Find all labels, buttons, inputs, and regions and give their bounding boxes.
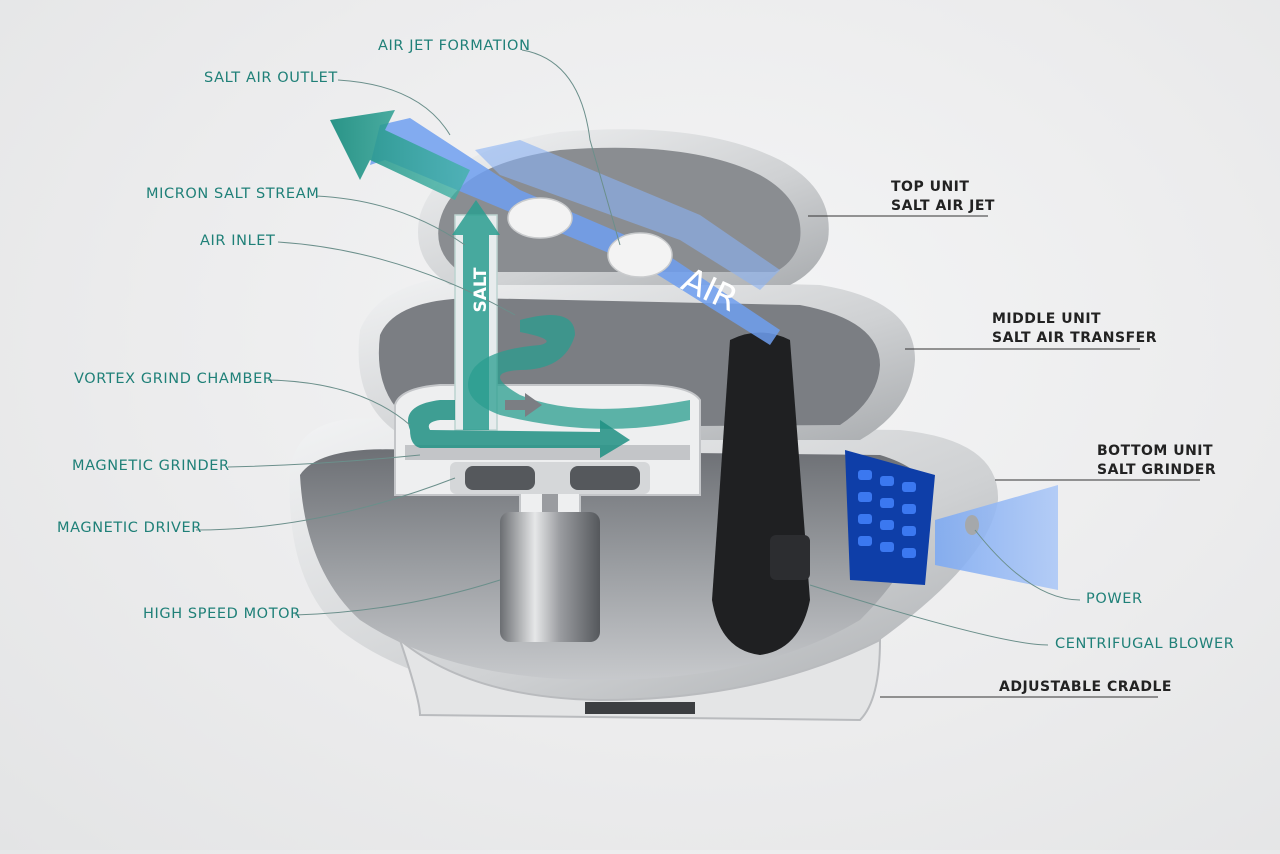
power-air-flow xyxy=(935,485,1058,590)
air-channel xyxy=(370,118,780,345)
label-salt-air-outlet: SALT AIR OUTLET xyxy=(204,70,338,86)
leader-air-inlet xyxy=(277,241,516,316)
label-top-unit: TOP UNIT SALT AIR JET xyxy=(891,178,995,216)
label-magnetic-driver: MAGNETIC DRIVER xyxy=(57,520,202,536)
leader-salt-air-outlet xyxy=(337,79,451,136)
bottom-unit-subtitle: SALT GRINDER xyxy=(1097,462,1217,478)
label-air-inlet: AIR INLET xyxy=(200,233,276,249)
top-unit-title: TOP UNIT xyxy=(891,179,970,195)
high-speed-motor xyxy=(500,512,600,642)
label-bottom-unit: BOTTOM UNIT SALT GRINDER xyxy=(1097,442,1216,480)
leader-magnetic-driver xyxy=(195,477,456,531)
label-power: POWER xyxy=(1086,591,1143,607)
magnet-right xyxy=(570,466,640,490)
label-middle-unit: MIDDLE UNIT SALT AIR TRANSFER xyxy=(992,310,1157,348)
middle-unit-title: MIDDLE UNIT xyxy=(992,311,1102,327)
label-micron-salt-stream: MICRON SALT STREAM xyxy=(146,186,320,202)
grind-chamber-swirl xyxy=(408,400,630,458)
air-jet-pod-2 xyxy=(607,232,673,278)
cradle-slot xyxy=(585,702,695,714)
leader-micron-salt-stream xyxy=(315,195,466,246)
middle-unit-subtitle: SALT AIR TRANSFER xyxy=(992,330,1158,346)
bottom-unit-title: BOTTOM UNIT xyxy=(1097,443,1214,459)
label-adjustable-cradle: ADJUSTABLE CRADLE xyxy=(999,679,1172,695)
label-vortex-grind-chamber: VORTEX GRIND CHAMBER xyxy=(74,371,274,387)
motor-shaft xyxy=(542,494,558,514)
leader-magnetic-grinder xyxy=(227,454,421,468)
leader-high-speed-motor xyxy=(294,579,501,616)
blower-hub xyxy=(770,535,810,580)
salt-air-outlet-arrow xyxy=(330,110,470,200)
label-high-speed-motor: HIGH SPEED MOTOR xyxy=(143,606,301,622)
magnetic-grinder-disc xyxy=(405,445,690,460)
label-magnetic-grinder: MAGNETIC GRINDER xyxy=(72,458,230,474)
salt-arrow-label: SALT xyxy=(471,267,491,312)
cradle xyxy=(397,637,882,722)
air-jet-pod-1 xyxy=(507,197,573,239)
magnet-left xyxy=(465,466,535,490)
vortex-left-arrow xyxy=(505,393,542,417)
top-unit-subtitle: SALT AIR JET xyxy=(891,198,995,214)
leader-vortex-grind-chamber xyxy=(267,379,411,426)
label-air-jet-formation: AIR JET FORMATION xyxy=(378,38,531,54)
grille-pattern xyxy=(858,470,916,558)
label-centrifugal-blower: CENTRIFUGAL BLOWER xyxy=(1055,636,1235,652)
leader-air-jet-formation xyxy=(521,49,621,246)
leader-centrifugal-blower xyxy=(809,584,1049,646)
air-channel-upper xyxy=(475,140,780,290)
leader-power xyxy=(974,529,1081,601)
